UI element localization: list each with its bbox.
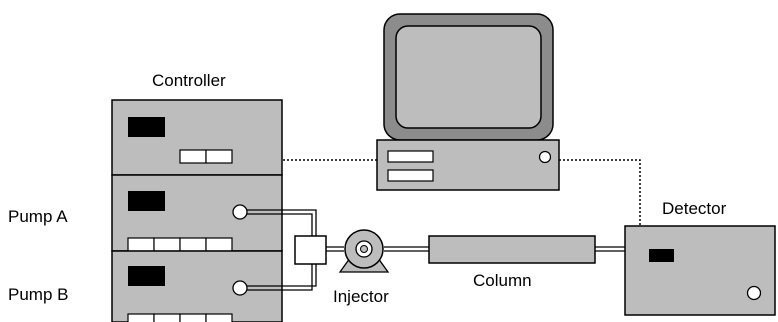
pump-a-display <box>128 191 165 211</box>
controller-button-2 <box>205 149 233 164</box>
injector <box>338 229 390 273</box>
disk-slot-2 <box>387 169 434 182</box>
pump-b-outlet-icon <box>232 280 248 296</box>
controller-unit <box>111 99 283 176</box>
controller-button-1 <box>179 149 207 164</box>
disk-slot-1 <box>387 150 434 163</box>
detector-unit <box>624 225 776 316</box>
controller-label: Controller <box>152 71 226 90</box>
controller-display <box>128 117 165 137</box>
pump-a-unit <box>111 174 283 252</box>
mixer <box>294 235 327 265</box>
detector-label: Detector <box>662 199 727 218</box>
tubing <box>247 209 625 291</box>
column-label: Column <box>473 271 532 290</box>
detector-knob-icon <box>746 285 762 301</box>
pump-b-display <box>128 266 165 286</box>
pump-b-unit <box>111 250 283 322</box>
computer-detector-link <box>559 159 641 226</box>
detector-display <box>649 249 674 262</box>
column <box>428 235 596 264</box>
computer-base <box>376 139 560 191</box>
pump-a-outlet-icon <box>232 204 248 220</box>
pump-b-label: Pump B <box>8 285 68 304</box>
signal-lines <box>283 159 641 226</box>
power-button-icon <box>538 150 552 164</box>
computer-monitor <box>383 13 554 141</box>
pump-a-label: Pump A <box>8 207 68 226</box>
injector-label: Injector <box>333 287 389 306</box>
